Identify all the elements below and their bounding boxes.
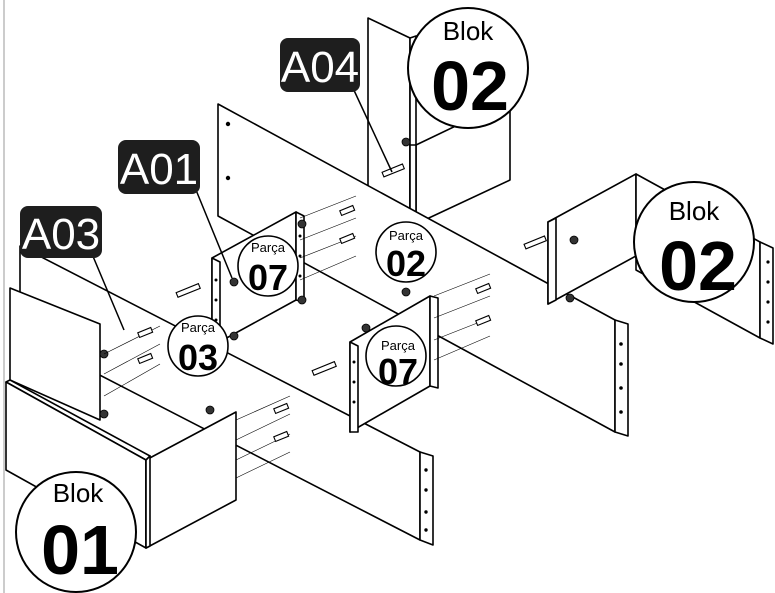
blok-02-right-badge: Blok 02 <box>633 181 755 305</box>
blok-01-badge: Blok 01 <box>15 471 137 593</box>
parca-07-right-badge: Parça 07 <box>365 325 427 392</box>
parca-03-badge: Parça 03 <box>167 315 229 378</box>
parca-07-left-badge: Parça 07 <box>237 235 299 298</box>
tag-a03: A03 <box>20 206 102 259</box>
blok-02-top-label: Blok <box>443 16 495 46</box>
tag-a01: A01 <box>118 140 200 194</box>
blok-02-right-label: Blok <box>669 196 721 226</box>
parca-07-right-number: 07 <box>378 351 418 392</box>
tag-a03-text: A03 <box>22 210 100 259</box>
tag-a04-text: A04 <box>281 43 359 92</box>
parca-02-number: 02 <box>386 243 426 284</box>
tag-leaders <box>91 85 393 331</box>
parca-07-left-label: Parça <box>251 240 286 255</box>
parca-02-label: Parça <box>389 228 424 243</box>
parca-03-number: 03 <box>178 337 218 378</box>
blok-02-top-badge: Blok 02 <box>407 7 529 129</box>
tag-a04: A04 <box>280 38 360 92</box>
parca-07-right-label: Parça <box>381 338 416 353</box>
parca-02-badge: Parça 02 <box>375 221 437 284</box>
blok-02-top-number: 02 <box>431 47 509 125</box>
parca-03-label: Parça <box>181 320 216 335</box>
dowels <box>137 137 548 443</box>
blok-02-right-number: 02 <box>659 227 737 305</box>
blok-01-label: Blok <box>53 478 105 508</box>
parca-07-left-number: 07 <box>248 257 288 298</box>
tag-a01-text: A01 <box>120 145 198 194</box>
blok-01-number: 01 <box>41 511 119 589</box>
